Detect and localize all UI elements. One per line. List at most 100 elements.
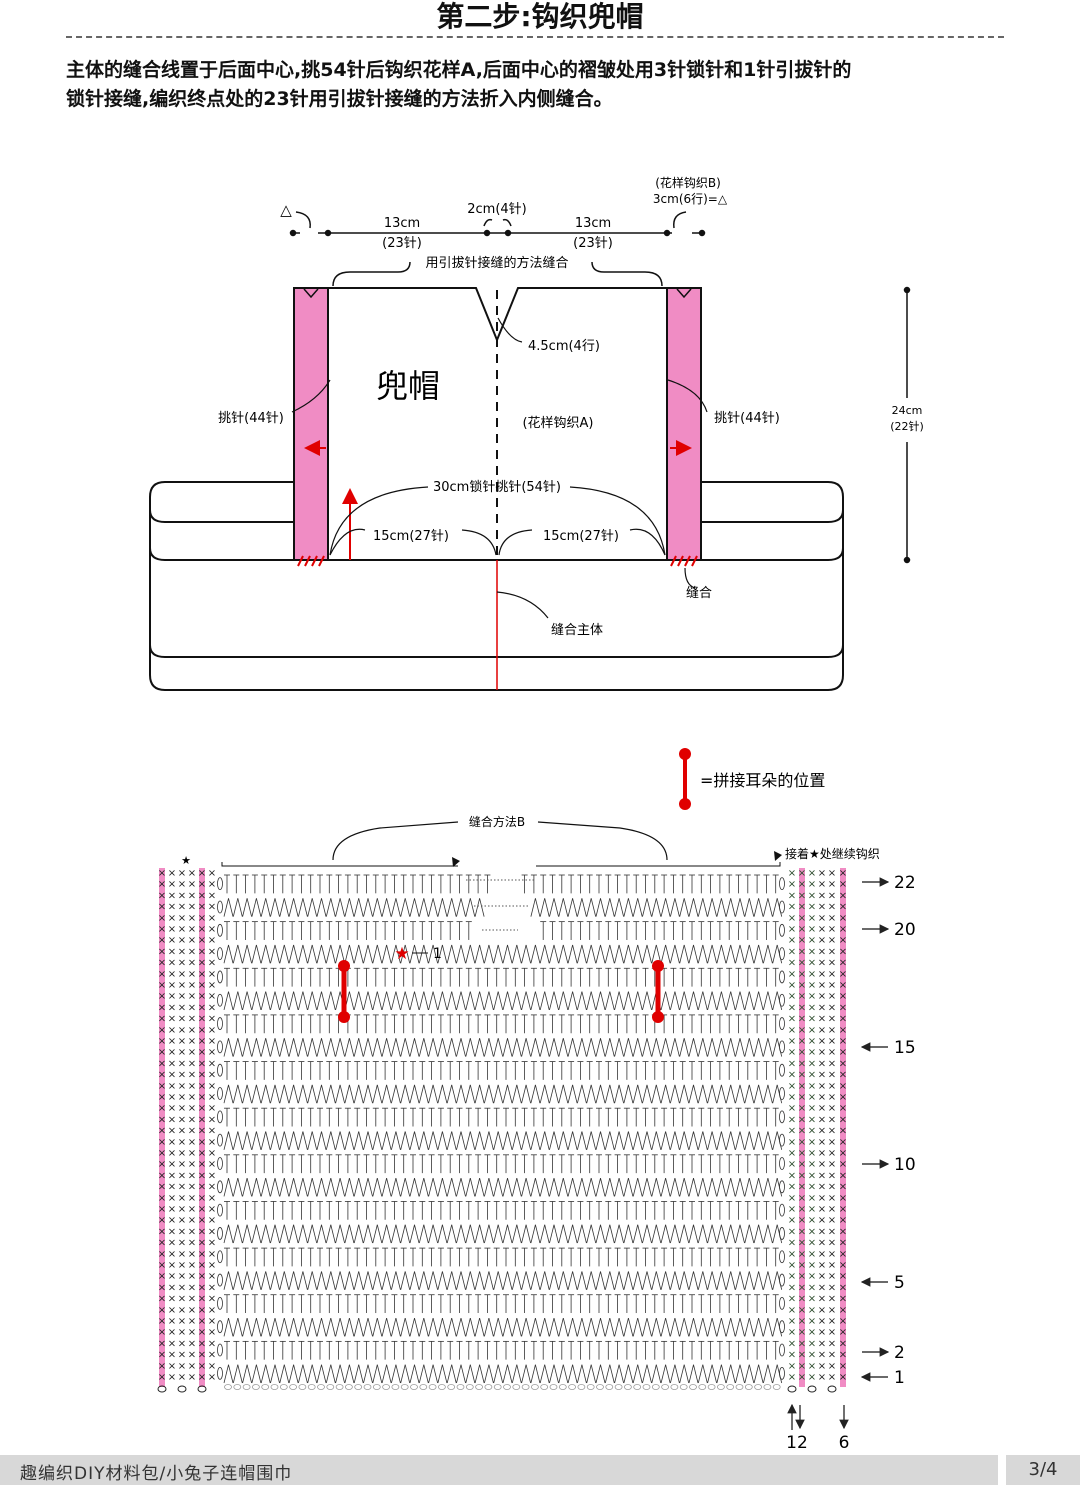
legend-text: =拼接耳朵的位置 — [700, 771, 825, 790]
svg-text:×: × — [158, 1159, 166, 1170]
svg-text:×: × — [798, 1294, 806, 1305]
svg-text:×: × — [828, 890, 836, 901]
svg-text:×: × — [178, 1137, 186, 1148]
svg-text:×: × — [828, 1249, 836, 1260]
svg-text:×: × — [839, 1350, 847, 1361]
svg-text:×: × — [818, 879, 826, 890]
pattern-b-size: 3cm(6行)=△ — [653, 192, 728, 206]
svg-text:×: × — [798, 1372, 806, 1383]
svg-text:×: × — [198, 1114, 206, 1125]
svg-text:×: × — [208, 1193, 216, 1204]
svg-text:×: × — [839, 902, 847, 913]
svg-text:×: × — [188, 1350, 196, 1361]
svg-text:×: × — [839, 1282, 847, 1293]
red-arrows — [297, 440, 698, 567]
svg-text:×: × — [178, 1249, 186, 1260]
svg-text:×: × — [828, 1182, 836, 1193]
svg-text:×: × — [798, 1137, 806, 1148]
svg-text:×: × — [828, 1271, 836, 1282]
svg-text:×: × — [188, 958, 196, 969]
svg-text:×: × — [178, 924, 186, 935]
svg-text:×: × — [168, 991, 176, 1002]
svg-text:×: × — [788, 1036, 796, 1047]
svg-text:×: × — [839, 1215, 847, 1226]
svg-text:×: × — [168, 1126, 176, 1137]
svg-text:×: × — [839, 991, 847, 1002]
svg-text:×: × — [828, 1159, 836, 1170]
svg-text:×: × — [208, 1159, 216, 1170]
svg-text:×: × — [818, 1271, 826, 1282]
svg-text:×: × — [168, 946, 176, 957]
svg-text:×: × — [178, 1372, 186, 1383]
marker-1: 1 — [433, 946, 442, 962]
svg-text:×: × — [839, 1014, 847, 1025]
dim-right-cm: 13cm — [575, 216, 611, 231]
svg-text:×: × — [168, 1372, 176, 1383]
svg-text:×: × — [839, 1170, 847, 1181]
svg-text:×: × — [818, 1170, 826, 1181]
svg-text:×: × — [818, 1092, 826, 1103]
svg-text:×: × — [188, 1170, 196, 1181]
row-label-2: 2 — [894, 1343, 905, 1363]
svg-text:×: × — [818, 1327, 826, 1338]
svg-text:×: × — [168, 1092, 176, 1103]
svg-text:×: × — [798, 1361, 806, 1372]
svg-text:×: × — [168, 1249, 176, 1260]
svg-text:×: × — [788, 1170, 796, 1181]
svg-text:×: × — [208, 1114, 216, 1125]
svg-text:×: × — [168, 1036, 176, 1047]
svg-text:×: × — [208, 946, 216, 957]
svg-text:×: × — [808, 1327, 816, 1338]
svg-text:×: × — [208, 1271, 216, 1282]
svg-text:×: × — [828, 1204, 836, 1215]
svg-text:×: × — [798, 1249, 806, 1260]
svg-text:×: × — [198, 1182, 206, 1193]
svg-text:×: × — [808, 1361, 816, 1372]
svg-text:×: × — [198, 1294, 206, 1305]
svg-text:×: × — [188, 1036, 196, 1047]
svg-text:×: × — [178, 1294, 186, 1305]
svg-text:×: × — [798, 1350, 806, 1361]
svg-text:×: × — [808, 1114, 816, 1125]
svg-text:×: × — [828, 1282, 836, 1293]
svg-text:×: × — [808, 991, 816, 1002]
svg-text:×: × — [178, 969, 186, 980]
svg-text:×: × — [808, 1047, 816, 1058]
svg-text:×: × — [208, 935, 216, 946]
svg-text:×: × — [828, 1372, 836, 1383]
pickup-left: 挑针(44针) — [218, 411, 284, 426]
svg-text:×: × — [198, 1193, 206, 1204]
svg-text:×: × — [788, 1350, 796, 1361]
svg-text:×: × — [798, 1305, 806, 1316]
svg-text:×: × — [839, 1238, 847, 1249]
svg-text:×: × — [788, 1114, 796, 1125]
svg-text:×: × — [828, 1148, 836, 1159]
svg-text:×: × — [188, 879, 196, 890]
svg-text:×: × — [188, 868, 196, 879]
svg-text:×: × — [839, 1025, 847, 1036]
svg-text:×: × — [808, 902, 816, 913]
svg-text:×: × — [208, 1148, 216, 1159]
svg-text:×: × — [839, 913, 847, 924]
svg-text:×: × — [788, 1148, 796, 1159]
svg-text:×: × — [839, 1002, 847, 1013]
svg-text:×: × — [788, 913, 796, 924]
svg-text:×: × — [158, 1002, 166, 1013]
svg-text:×: × — [839, 1103, 847, 1114]
svg-text:×: × — [788, 1070, 796, 1081]
svg-text:×: × — [168, 1182, 176, 1193]
svg-text:×: × — [818, 1294, 826, 1305]
svg-text:×: × — [198, 1092, 206, 1103]
svg-text:×: × — [818, 1159, 826, 1170]
svg-text:×: × — [208, 1238, 216, 1249]
svg-text:×: × — [839, 1327, 847, 1338]
svg-text:×: × — [168, 1282, 176, 1293]
svg-text:×: × — [828, 1361, 836, 1372]
svg-text:×: × — [188, 935, 196, 946]
svg-text:×: × — [818, 1215, 826, 1226]
svg-text:×: × — [198, 969, 206, 980]
svg-text:×: × — [839, 946, 847, 957]
svg-text:×: × — [158, 868, 166, 879]
svg-text:×: × — [839, 1159, 847, 1170]
svg-text:×: × — [168, 1002, 176, 1013]
